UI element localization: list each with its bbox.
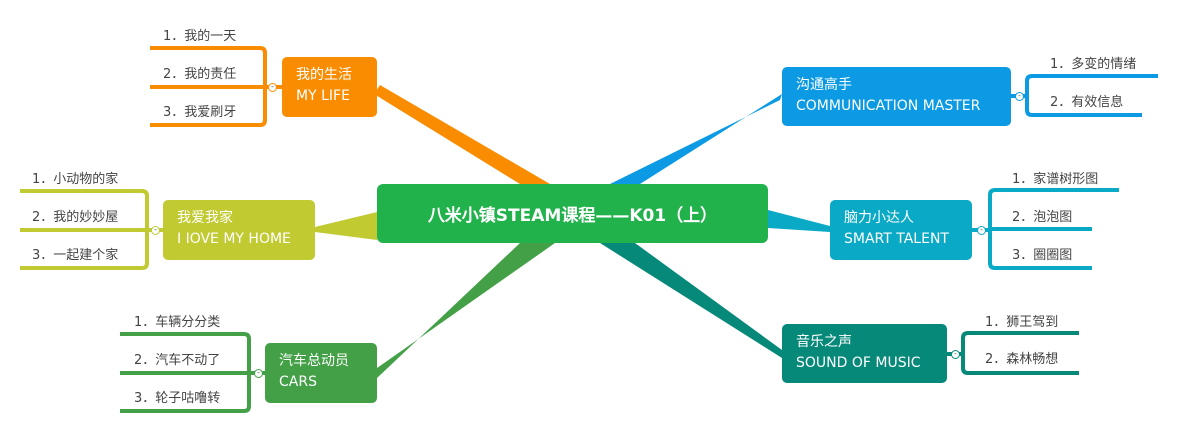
connector-life xyxy=(374,85,550,184)
topic-smart-talent[interactable]: 脑力小达人 SMART TALENT xyxy=(830,200,972,260)
subtopic[interactable]: 1．小动物的家 xyxy=(32,172,119,187)
subtopic[interactable]: 2．汽车不动了 xyxy=(134,353,221,368)
topic-sound-of-music[interactable]: 音乐之声 SOUND OF MUSIC xyxy=(782,324,947,383)
subtopic[interactable]: 3．我爱刷牙 xyxy=(163,105,237,120)
connector-comm xyxy=(610,94,782,184)
collapse-toggle-smart[interactable]: - xyxy=(977,226,986,235)
topic-communication-master[interactable]: 沟通高手 COMMUNICATION MASTER xyxy=(782,67,1011,126)
collapse-toggle-cars[interactable]: - xyxy=(254,369,263,378)
bracket-home xyxy=(20,189,163,270)
topic-cn: 我爱我家 xyxy=(177,210,233,226)
subtopic[interactable]: 2．森林畅想 xyxy=(985,352,1059,367)
topic-cn: 脑力小达人 xyxy=(844,210,914,226)
bracket-cars xyxy=(120,332,265,413)
topic-en: MY LIFE xyxy=(296,88,350,104)
subtopic[interactable]: 2．泡泡图 xyxy=(1012,210,1073,225)
connector-music xyxy=(600,243,782,358)
topic-i-love-my-home[interactable]: 我爱我家 I IOVE MY HOME xyxy=(163,200,315,260)
central-topic[interactable]: 八米小镇STEAM课程——K01（上） xyxy=(377,184,768,243)
bracket-life xyxy=(150,46,282,127)
topic-cars[interactable]: 汽车总动员 CARS xyxy=(265,343,377,403)
collapse-toggle-comm[interactable]: - xyxy=(1015,92,1024,101)
topic-cn: 汽车总动员 xyxy=(279,353,349,369)
collapse-toggle-home[interactable]: - xyxy=(151,226,160,235)
topic-my-life[interactable]: 我的生活 MY LIFE xyxy=(282,57,377,117)
collapse-toggle-music[interactable]: - xyxy=(951,350,960,359)
topic-cn: 音乐之声 xyxy=(796,334,852,350)
topic-en: SMART TALENT xyxy=(844,231,949,247)
subtopic[interactable]: 3．一起建个家 xyxy=(32,248,119,263)
subtopic[interactable]: 1．狮王驾到 xyxy=(985,315,1059,330)
connector-home xyxy=(315,212,377,240)
subtopic[interactable]: 2．我的责任 xyxy=(163,67,237,82)
subtopic[interactable]: 1．我的一天 xyxy=(163,29,237,44)
central-topic-label: 八米小镇STEAM课程——K01（上） xyxy=(427,206,718,226)
subtopic[interactable]: 2．有效信息 xyxy=(1050,95,1124,110)
topic-en: SOUND OF MUSIC xyxy=(796,355,921,371)
subtopic[interactable]: 3．圈圈图 xyxy=(1012,248,1073,263)
topic-en: CARS xyxy=(279,374,317,390)
topic-cn: 沟通高手 xyxy=(796,77,852,93)
connector-cars xyxy=(377,243,555,378)
subtopic[interactable]: 1．家谱树形图 xyxy=(1012,172,1099,187)
topic-cn: 我的生活 xyxy=(296,67,352,83)
collapse-toggle-life[interactable]: - xyxy=(268,83,277,92)
connector-smart xyxy=(768,210,830,232)
subtopic[interactable]: 1．多变的情绪 xyxy=(1050,57,1137,72)
subtopic[interactable]: 2．我的妙妙屋 xyxy=(32,210,119,225)
subtopic[interactable]: 1．车辆分分类 xyxy=(134,315,221,330)
topic-en: COMMUNICATION MASTER xyxy=(796,98,981,114)
topic-en: I IOVE MY HOME xyxy=(177,231,291,247)
subtopic[interactable]: 3．轮子咕噜转 xyxy=(134,391,221,406)
